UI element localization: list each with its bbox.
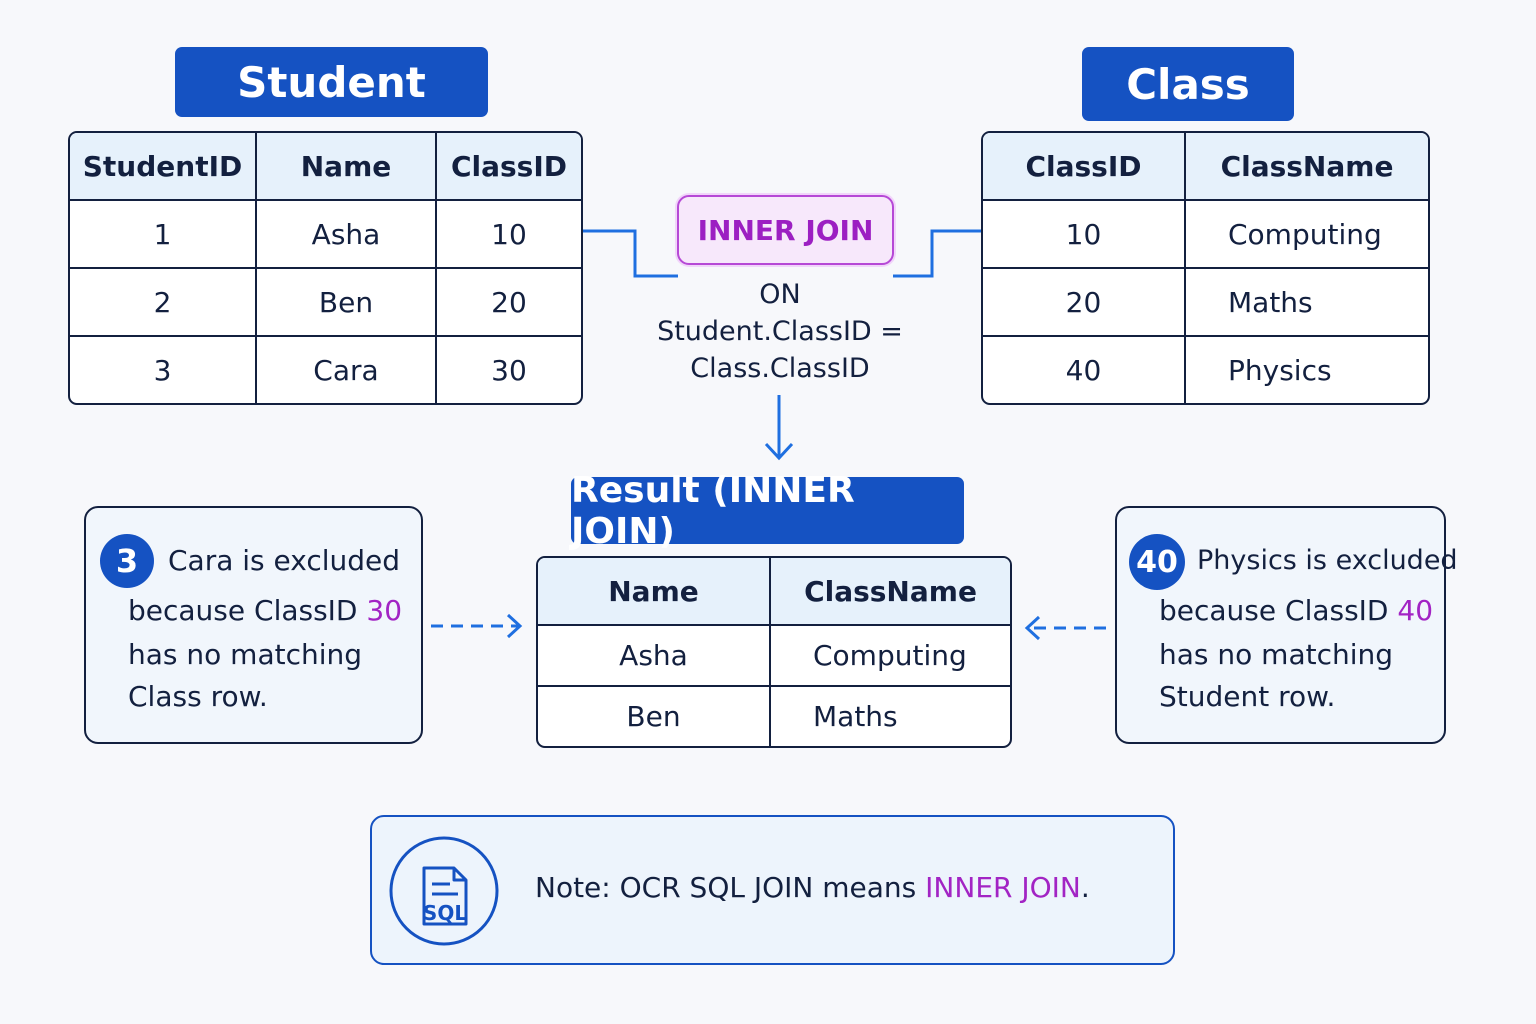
student-to-join-connector bbox=[583, 229, 678, 278]
note-line: because ClassID 40 bbox=[1159, 588, 1433, 634]
join-condition: ON Student.ClassID = Class.ClassID bbox=[640, 276, 920, 387]
note-line-text: because ClassID bbox=[128, 594, 367, 627]
table-cell: 1 bbox=[70, 201, 257, 269]
table-cell: Maths bbox=[1186, 269, 1428, 337]
table-cell: Ben bbox=[538, 687, 771, 746]
table-cell: Maths bbox=[813, 700, 898, 733]
column-header: ClassID bbox=[437, 133, 581, 201]
table-cell: Physics bbox=[1228, 353, 1332, 387]
excluded-student-note: 3 Cara is excluded because ClassID 30 ha… bbox=[84, 506, 423, 744]
class-table: ClassID ClassName 10 Computing 20 Maths … bbox=[981, 131, 1430, 405]
note-line-text: because ClassID bbox=[1159, 594, 1398, 627]
class-to-join-connector bbox=[893, 229, 981, 278]
highlighted-value: 40 bbox=[1397, 594, 1434, 627]
table-cell: 30 bbox=[491, 353, 527, 387]
note-line: has no matching bbox=[1159, 638, 1394, 671]
column-header: StudentID bbox=[70, 133, 257, 201]
sql-file-icon: SQL bbox=[389, 836, 499, 946]
column-header: ClassName bbox=[1186, 133, 1428, 201]
table-header-row: Name ClassName bbox=[538, 558, 1010, 626]
table-cell: 20 bbox=[983, 269, 1186, 337]
table-row: Ben Maths bbox=[538, 687, 1010, 746]
note-text: Note: OCR SQL JOIN means bbox=[535, 871, 926, 904]
right-dashed-arrow-head bbox=[1024, 615, 1041, 641]
table-cell: 10 bbox=[983, 201, 1186, 269]
table-header-row: StudentID Name ClassID bbox=[70, 133, 581, 201]
inner-join-label: INNER JOIN bbox=[677, 195, 894, 265]
column-header: ClassName bbox=[771, 558, 1010, 626]
table-row: Asha Computing bbox=[538, 626, 1010, 687]
highlighted-term: INNER JOIN bbox=[925, 871, 1081, 904]
table-cell: 3 bbox=[70, 337, 257, 403]
table-cell: Asha bbox=[257, 201, 437, 269]
table-row: 3 Cara 30 bbox=[70, 337, 581, 403]
table-row: 1 Asha 10 bbox=[70, 201, 581, 269]
note-number-badge: 3 bbox=[100, 534, 154, 588]
table-cell: 2 bbox=[70, 269, 257, 337]
join-condition-line: Student.ClassID = bbox=[657, 316, 903, 347]
join-condition-line: ON bbox=[759, 279, 801, 310]
table-row: 10 Computing bbox=[983, 201, 1428, 269]
note-line: Physics is excluded bbox=[1197, 545, 1458, 576]
note-line: because ClassID 30 bbox=[128, 588, 402, 634]
table-cell: 10 bbox=[437, 201, 581, 269]
highlighted-value: 30 bbox=[366, 594, 403, 627]
down-arrow-head bbox=[764, 442, 794, 461]
column-header: Name bbox=[257, 133, 437, 201]
column-header: Name bbox=[538, 558, 771, 626]
class-table-title: Class bbox=[1082, 47, 1294, 121]
table-cell: 20 bbox=[437, 269, 581, 337]
table-cell: 40 bbox=[983, 337, 1186, 403]
left-dashed-arrow-head bbox=[506, 613, 523, 639]
excluded-class-note: 40 Physics is excluded because ClassID 4… bbox=[1115, 506, 1458, 744]
table-cell: Computing bbox=[1186, 201, 1428, 269]
table-header-row: ClassID ClassName bbox=[983, 133, 1428, 201]
note-text: . bbox=[1080, 871, 1090, 904]
sql-note-box: SQL Note: OCR SQL JOIN means INNER JOIN. bbox=[370, 815, 1175, 965]
student-table: StudentID Name ClassID 1 Asha 10 2 Ben 2… bbox=[68, 131, 583, 405]
join-condition-line: Class.ClassID bbox=[690, 353, 870, 384]
result-table: Name ClassName Asha Computing Ben Maths bbox=[536, 556, 1012, 748]
table-cell: Ben bbox=[257, 269, 437, 337]
table-row: 40 Physics bbox=[983, 337, 1428, 403]
sql-icon-label: SQL bbox=[423, 901, 467, 925]
note-number-badge: 40 bbox=[1129, 534, 1185, 590]
note-line: Student row. bbox=[1159, 680, 1336, 713]
result-table-title: Result (INNER JOIN) bbox=[571, 470, 964, 552]
note-line: Class row. bbox=[128, 680, 268, 713]
note-line: Cara is excluded bbox=[168, 544, 401, 577]
table-cell: Computing bbox=[771, 626, 1010, 687]
table-cell: Cara bbox=[257, 337, 437, 403]
student-table-title: Student bbox=[175, 47, 488, 117]
sql-note-text: Note: OCR SQL JOIN means INNER JOIN. bbox=[535, 871, 1090, 904]
table-row: 20 Maths bbox=[983, 269, 1428, 337]
note-line: has no matching bbox=[128, 638, 363, 671]
column-header: ClassID bbox=[983, 133, 1186, 201]
table-cell: Asha bbox=[538, 626, 771, 687]
table-row: 2 Ben 20 bbox=[70, 269, 581, 337]
